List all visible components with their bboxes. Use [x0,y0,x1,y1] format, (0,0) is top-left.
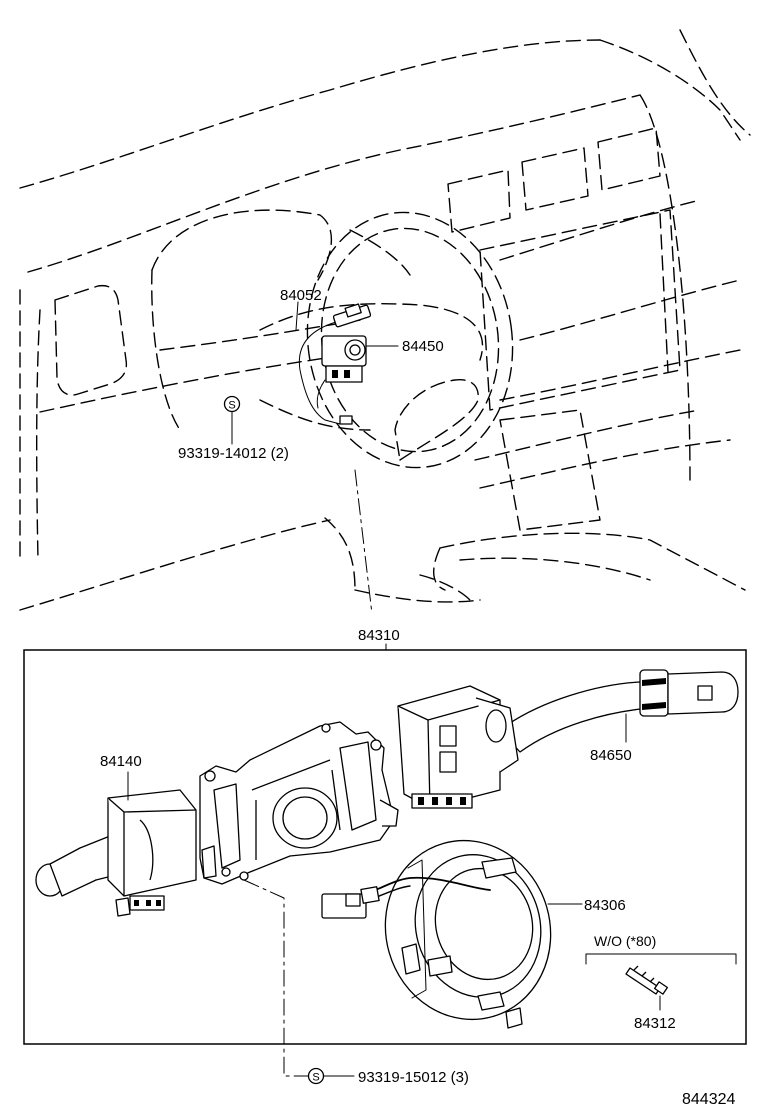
part-label-84650: 84650 [590,747,632,764]
assembly-frame [23,649,747,1045]
part-label-84310: 84310 [358,627,400,644]
airbag-connector-assembly [298,303,372,425]
part-label-84450: 84450 [402,338,444,355]
spiral-cable-84306 [321,839,552,1029]
switch-bracket [199,721,399,885]
svg-text:S: S [228,400,235,412]
illustration-number: 844324 [682,1091,735,1108]
part-label-84306: 84306 [584,897,626,914]
dashboard-outline [19,29,751,611]
turn-signal-switch-84140 [35,789,197,917]
screw-symbol-icon: S [223,395,241,413]
upper-leader-lines [231,301,399,615]
svg-text:S: S [312,1072,319,1084]
part-label-93319-14012: 93319-14012 (2) [178,445,289,462]
variant-note-wo-80: W/O (*80) [594,933,656,949]
part-label-84312: 84312 [634,1015,676,1032]
part-label-84140: 84140 [100,753,142,770]
part-label-84052: 84052 [280,287,322,304]
wiper-switch-84650 [397,669,739,809]
pin-84312 [625,965,669,995]
screw-symbol-icon: S [307,1067,325,1085]
part-label-93319-15012: 93319-15012 (3) [358,1069,469,1086]
